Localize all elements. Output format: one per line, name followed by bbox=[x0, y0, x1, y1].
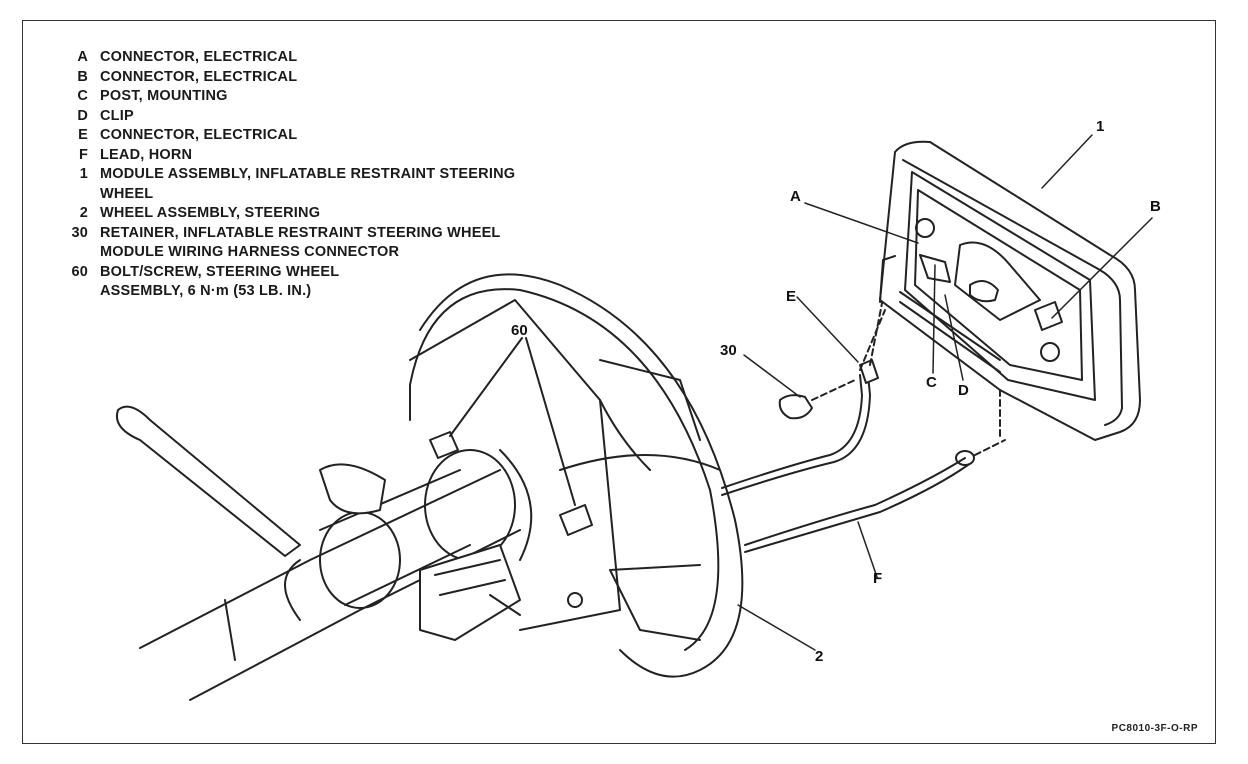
legend-text: MODULE ASSEMBLY, INFLATABLE RESTRAINT ST… bbox=[100, 166, 516, 182]
parts-legend: A CONNECTOR, ELECTRICAL B CONNECTOR, ELECTR… bbox=[40, 48, 515, 302]
legend-key: 2 bbox=[79, 205, 88, 221]
callout-C: C bbox=[926, 374, 937, 391]
legend-item: B CONNECTOR, ELECTRICAL bbox=[40, 68, 515, 88]
steering-column bbox=[116, 299, 701, 701]
inflator-module bbox=[879, 140, 1141, 441]
legend-text: CLIP bbox=[100, 107, 134, 124]
legend-text: CONNECTOR, ELECTRICAL bbox=[100, 127, 298, 143]
legend-item: A CONNECTOR, ELECTRICAL bbox=[40, 48, 515, 68]
legend-text-continued: WHEEL bbox=[100, 185, 154, 202]
callout-30: 30 bbox=[720, 342, 737, 359]
legend-text: CONNECTOR, ELECTRICAL bbox=[100, 49, 298, 65]
figure-code: PC8010-3F-O-RP bbox=[1111, 723, 1198, 734]
steering-wheel-rim bbox=[409, 273, 744, 678]
legend-text: RETAINER, INFLATABLE RESTRAINT STEERING … bbox=[100, 224, 501, 241]
legend-text-continued: ASSEMBLY, 6 N·m (53 LB. IN.) bbox=[100, 283, 312, 299]
legend-key: B bbox=[77, 68, 88, 85]
legend-key: 30 bbox=[71, 224, 88, 241]
legend-item: F LEAD, HORN bbox=[40, 146, 515, 166]
leader-lines bbox=[737, 134, 1153, 651]
horn-lead bbox=[744, 439, 1006, 553]
callout-1: 1 bbox=[1096, 118, 1105, 135]
legend-key: A bbox=[77, 49, 88, 65]
callout-60: 60 bbox=[511, 322, 528, 339]
legend-item: 60 BOLT/SCREW, STEERING WHEEL bbox=[40, 263, 515, 283]
legend-text: WHEEL ASSEMBLY, STEERING bbox=[100, 205, 321, 221]
bolt-60-icon bbox=[429, 337, 593, 536]
legend-text: LEAD, HORN bbox=[100, 146, 193, 163]
legend-key: 60 bbox=[71, 263, 88, 280]
legend-item: 30 RETAINER, INFLATABLE RESTRAINT STEERIN… bbox=[40, 224, 515, 244]
legend-text-continued: MODULE WIRING HARNESS CONNECTOR bbox=[100, 244, 400, 260]
retainer-30 bbox=[778, 379, 856, 420]
legend-item: C POST, MOUNTING bbox=[40, 87, 515, 107]
legend-key: D bbox=[77, 107, 88, 124]
callout-A: A bbox=[790, 188, 801, 205]
legend-item: D CLIP bbox=[40, 107, 515, 127]
legend-key: F bbox=[78, 146, 88, 163]
legend-key: C bbox=[77, 88, 88, 104]
callout-F: F bbox=[873, 570, 883, 587]
legend-key: E bbox=[78, 127, 88, 143]
callout-B: B bbox=[1150, 198, 1161, 215]
legend-key: 1 bbox=[79, 166, 88, 182]
legend-item: 2 WHEEL ASSEMBLY, STEERING bbox=[40, 204, 515, 224]
legend-item: 1 MODULE ASSEMBLY, INFLATABLE RESTRAINT S… bbox=[40, 165, 515, 185]
legend-text: CONNECTOR, ELECTRICAL bbox=[100, 68, 298, 85]
callout-2: 2 bbox=[815, 648, 824, 665]
callout-D: D bbox=[958, 382, 969, 399]
legend-text: BOLT/SCREW, STEERING WHEEL bbox=[100, 263, 340, 280]
legend-item: E CONNECTOR, ELECTRICAL bbox=[40, 126, 515, 146]
callout-E: E bbox=[786, 288, 797, 305]
legend-text: POST, MOUNTING bbox=[100, 88, 228, 104]
